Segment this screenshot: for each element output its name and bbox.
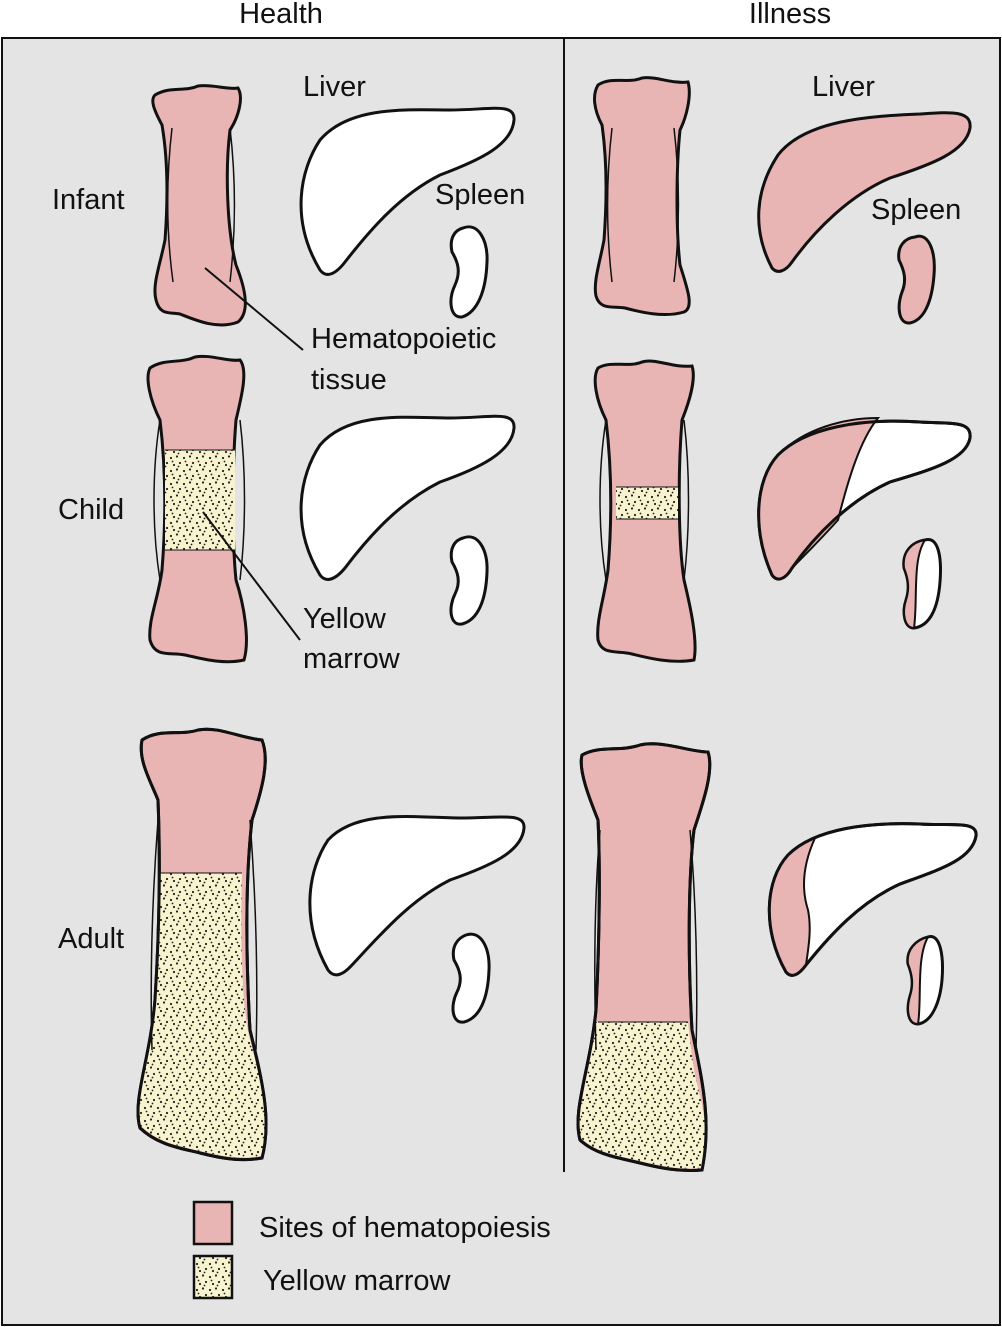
bone-health-infant: [151, 84, 247, 327]
header-health: Health: [239, 0, 323, 30]
spleen-health-child: [449, 535, 489, 626]
legend-label-yellow-marrow: Yellow marrow: [263, 1265, 452, 1297]
legend-swatch-hematopoiesis: [192, 1200, 234, 1246]
bone-health-child: [146, 354, 248, 664]
organ-label-liver-health: Liver: [303, 71, 366, 103]
legend-swatch-yellow-marrow: [192, 1254, 234, 1300]
legend-label-hematopoiesis: Sites of hematopoiesis: [259, 1212, 551, 1244]
header-illness: Illness: [749, 0, 831, 30]
liver-illness-adult: [767, 822, 978, 977]
row-label-adult: Adult: [58, 923, 124, 955]
organ-label-liver-illness: Liver: [812, 71, 875, 103]
bone-illness-adult: [576, 742, 712, 1172]
liver-health-adult: [308, 815, 526, 977]
liver-health-child: [299, 414, 516, 581]
liver-illness-infant: [757, 111, 972, 273]
spleen-health-adult: [451, 932, 491, 1024]
bone-health-adult: [136, 727, 268, 1162]
organ-label-spleen-illness: Spleen: [871, 194, 961, 226]
liver-health-infant: [299, 106, 516, 276]
callout-line-yellow: [202, 511, 301, 641]
callout-yellow-line2: marrow: [303, 643, 401, 675]
spleen-illness-child: [902, 538, 942, 630]
callout-hematopoietic-line2: tissue: [311, 364, 387, 396]
bone-illness-child: [593, 359, 697, 663]
callout-yellow-line1: Yellow: [303, 603, 387, 635]
legend: Sites of hematopoiesis Yellow marrow: [192, 1200, 551, 1300]
row-label-child: Child: [58, 494, 124, 526]
spleen-illness-infant: [897, 234, 936, 325]
callout-hematopoietic-line1: Hematopoietic: [311, 323, 496, 355]
spleen-illness-adult: [906, 935, 944, 1026]
row-label-infant: Infant: [52, 184, 125, 216]
bone-illness-infant: [593, 76, 691, 316]
spleen-health-infant: [449, 225, 489, 319]
organ-label-spleen-health: Spleen: [435, 179, 525, 211]
callout-line-hematopoietic: [204, 267, 304, 351]
liver-illness-child: [757, 416, 972, 581]
